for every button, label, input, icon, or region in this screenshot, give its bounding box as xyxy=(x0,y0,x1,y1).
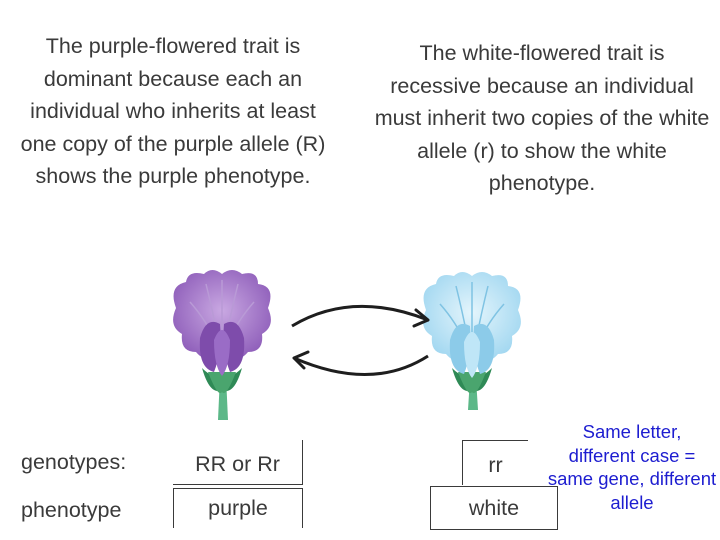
allele-note: Same letter, different case = same gene,… xyxy=(547,421,717,513)
arrow-to-purple xyxy=(293,354,429,376)
genotypes-label: genotypes: xyxy=(21,450,127,474)
purple-trait-description: The purple-flowered trait is dominant be… xyxy=(20,34,326,188)
cross-arrows xyxy=(291,304,430,376)
purple-genotype-cell: RR or Rr xyxy=(173,440,303,485)
white-phenotype-cell: white xyxy=(430,486,558,530)
phenotype-label: phenotype xyxy=(21,498,122,522)
white-flower-image xyxy=(423,272,521,410)
arrow-to-white xyxy=(291,304,429,328)
purple-flower-image xyxy=(173,270,271,420)
white-genotype-cell: rr xyxy=(462,440,528,485)
purple-phenotype-cell: purple xyxy=(173,488,303,528)
white-trait-description: The white-flowered trait is recessive be… xyxy=(374,41,710,195)
